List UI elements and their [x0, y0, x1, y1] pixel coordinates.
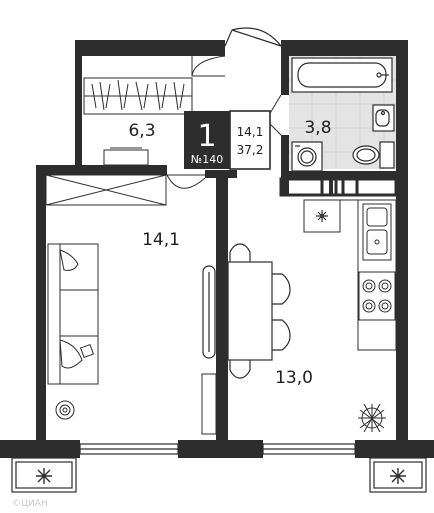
- wall-bottom-mid: [178, 440, 263, 458]
- washbasin: [372, 104, 395, 132]
- sofa: [47, 243, 99, 385]
- heater-icon-left: [36, 468, 52, 484]
- dining-table: [227, 243, 291, 379]
- wall-right: [396, 40, 408, 440]
- heater-icon-right: [390, 468, 406, 484]
- pouf: [55, 400, 75, 420]
- wall-left: [36, 165, 46, 440]
- wall-storage-bottom: [82, 165, 167, 175]
- apartment-badge: 1 №140 14,1 37,2: [184, 110, 271, 170]
- wardrobe: [83, 77, 193, 115]
- kitchen-sink: [362, 203, 392, 261]
- bathtub: [291, 57, 393, 93]
- toilet: [352, 141, 395, 169]
- storage-table: [103, 147, 149, 166]
- kitchen-counter: [303, 199, 397, 351]
- bedroom-door: [166, 174, 206, 189]
- fridge-icon: [316, 210, 328, 222]
- rooms-count: 1: [197, 119, 216, 154]
- wall-top-left: [75, 40, 225, 56]
- walls: [0, 40, 434, 458]
- entrance-door: [224, 27, 282, 47]
- balconies: [11, 457, 427, 493]
- living-area: 14,1: [237, 125, 264, 139]
- wall-partition: [216, 170, 228, 440]
- stove: [358, 271, 396, 321]
- total-area: 37,2: [237, 143, 264, 157]
- bedroom-wardrobe: [45, 174, 167, 206]
- windows: [79, 443, 356, 455]
- room-area-bedroom: 14,1: [142, 230, 180, 250]
- balcony-left: [11, 457, 77, 493]
- watermark: ©ЦИАН: [12, 499, 48, 509]
- room-area-storage: 6,3: [128, 121, 155, 141]
- storage-door: [191, 55, 226, 77]
- balcony-right: [369, 457, 427, 493]
- wall-bathroom-left: [281, 40, 289, 95]
- wall-bedroom-top: [36, 165, 82, 175]
- wall-bottom-right: [355, 440, 434, 458]
- plant-icon: [358, 403, 386, 433]
- kitchen-door: [202, 265, 216, 359]
- wall-bathroom-bottom: [281, 171, 408, 179]
- room-area-kitchen: 13,0: [275, 368, 313, 388]
- cabinet: [201, 373, 217, 435]
- unit-number: №140: [191, 153, 223, 166]
- wall-top-right: [281, 40, 408, 56]
- washing-machine: [291, 141, 323, 172]
- wall-storage-left: [75, 40, 82, 175]
- room-area-bathroom: 3,8: [304, 118, 331, 138]
- wall-bottom-left: [0, 440, 80, 458]
